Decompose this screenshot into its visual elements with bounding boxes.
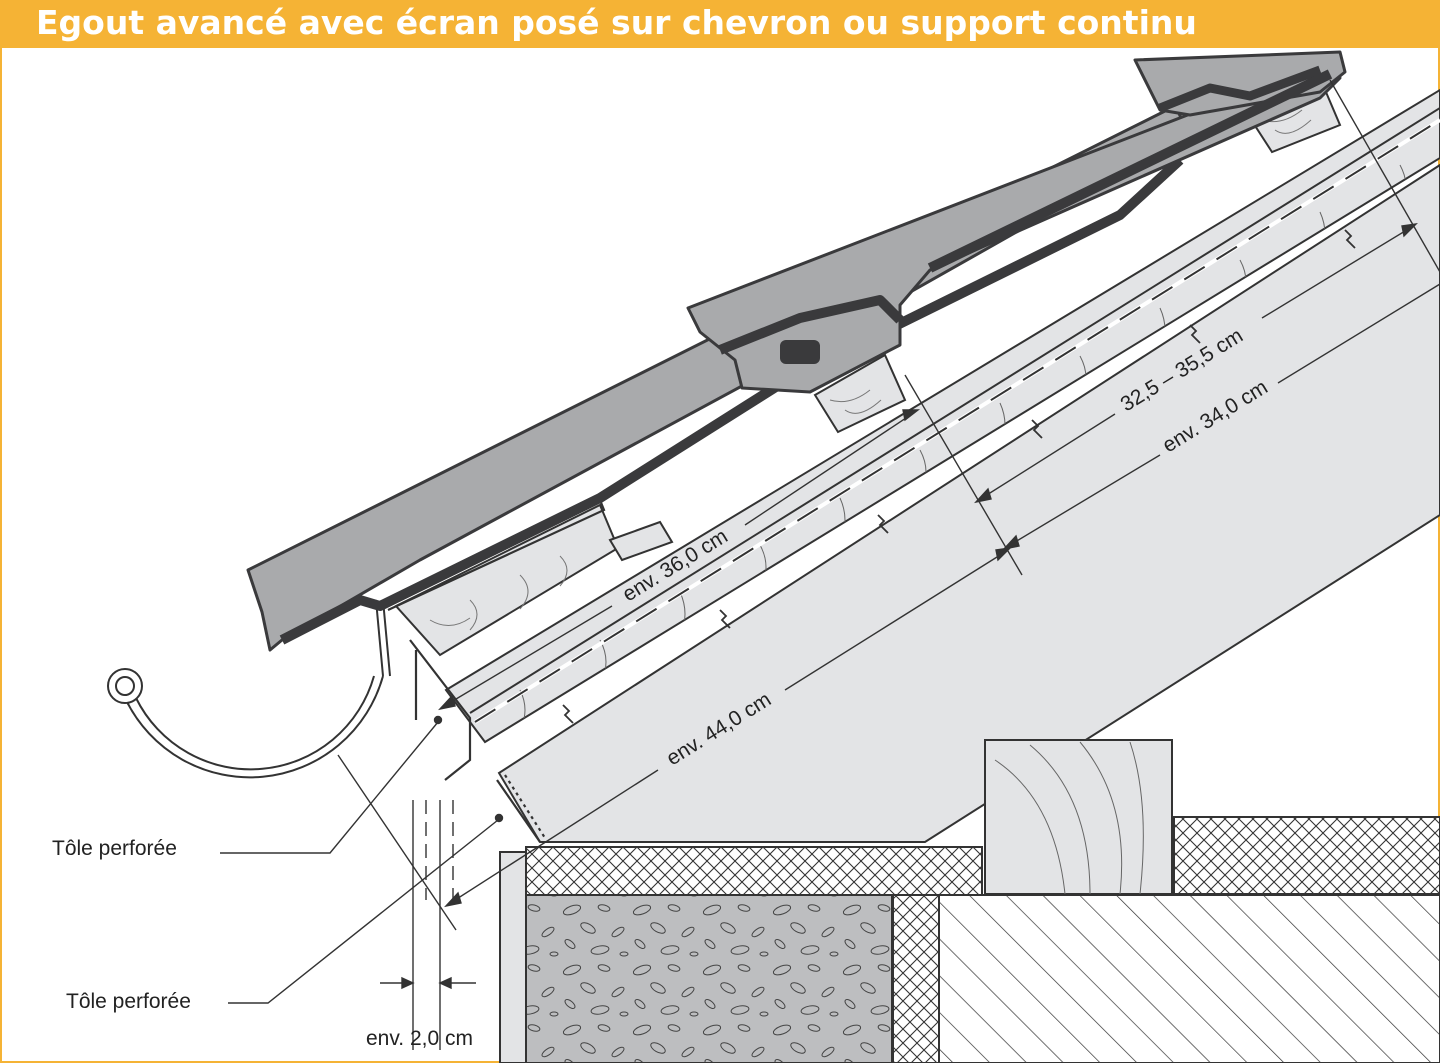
underlay-membrane bbox=[469, 107, 1440, 724]
perforated-sheet-label-lower: Tôle perforée bbox=[66, 990, 191, 1013]
roof-tiles bbox=[246, 50, 1347, 652]
insulation-strip bbox=[525, 816, 1440, 1063]
wall-section bbox=[499, 851, 1440, 1063]
battens bbox=[394, 76, 1342, 657]
rafter bbox=[497, 163, 1440, 843]
title-bar: Egout avancé avec écran posé sur chevron… bbox=[0, 0, 1440, 48]
dimension-lines bbox=[337, 79, 1440, 1050]
diagram-title: Egout avancé avec écran posé sur chevron… bbox=[36, 3, 1197, 42]
gutter bbox=[107, 599, 391, 779]
dimension-2cm-label: env. 2,0 cm bbox=[366, 1027, 473, 1050]
roof-eave-section-drawing: Tôle perforée Tôle perforée env. 2,0 cm … bbox=[52, 50, 1440, 1063]
top-beam bbox=[984, 739, 1173, 895]
perforated-sheet-label-upper: Tôle perforée bbox=[52, 837, 177, 860]
leader-lines bbox=[220, 715, 504, 1004]
